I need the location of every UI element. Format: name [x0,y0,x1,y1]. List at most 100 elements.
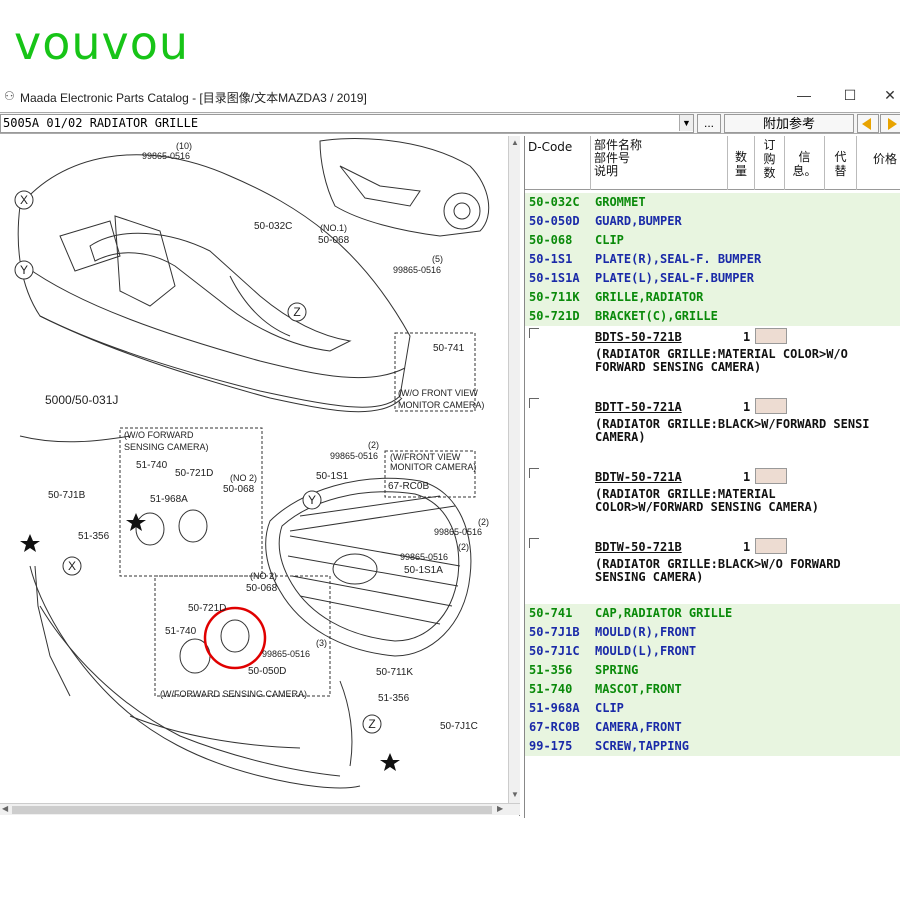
scroll-right-icon[interactable]: ▶ [497,804,504,813]
color-swatch[interactable] [755,538,787,554]
diagram-label: SENSING CAMERA) [124,442,209,452]
diagram-label: 50-7J1B [48,490,86,501]
color-swatch[interactable] [755,398,787,414]
diagram-label: (2) [478,517,489,527]
scroll-down-icon[interactable]: ▼ [511,790,519,799]
sub-part-item[interactable]: BDTT-50-721A 1 (RADIATOR GRILLE:BLACK>W/… [525,396,900,466]
diagram-label: 99865-0516 [400,552,448,562]
part-number-link[interactable]: BDTS-50-721B [595,330,682,344]
diagram-label: MONITOR CAMERA) [398,400,484,410]
diagram-label: (2) [368,440,379,450]
maximize-button[interactable]: ☐ [843,87,857,103]
diagram-label: 5000/50-031J [45,393,118,407]
callout-x: X [20,193,28,207]
part-number-link[interactable]: BDTT-50-721A [595,400,682,414]
part-note: (RADIATOR GRILLE:BLACK>W/FORWARD SENSI C… [595,417,870,444]
diagram-horizontal-scrollbar[interactable]: ◀ ▶ [0,803,520,815]
diagram-vertical-scrollbar[interactable]: ▲ ▼ [508,136,520,804]
header-order-qty[interactable]: 订 购 数 [755,136,785,190]
diagram-label: 50-032C [254,221,292,232]
diagram-label: 50-721D [175,468,213,479]
diagram-label: 51-740 [136,460,168,471]
diagram-label: 99865-0516 [393,265,441,275]
diagram-label: 50-068 [246,583,278,594]
diagram-label: 99865-0516 [434,527,482,537]
diagram-label: (NO 2) [230,473,257,483]
sub-part-item[interactable]: BDTW-50-721B 1 (RADIATOR GRILLE:BLACK>W/… [525,536,900,606]
color-swatch[interactable] [755,328,787,344]
header-quantity[interactable]: 数 量 [728,136,755,190]
parts-diagram[interactable]: X Y Z X Y Z (10) 99865-0516 50-032C (NO.… [0,136,520,816]
part-number-link[interactable]: BDTW-50-721A [595,470,682,484]
diagram-label: 51-968A [150,494,188,505]
diagram-label: (NO.1) [320,223,347,233]
diagram-label: 50-741 [433,343,465,354]
quantity-value: 1 [743,400,751,414]
diagram-label: 99865-0516 [262,649,310,659]
color-swatch[interactable] [755,468,787,484]
callout-z: Z [368,717,375,731]
diagram-label: 99865-0516 [330,451,378,461]
sub-part-item[interactable]: BDTS-50-721B 1 (RADIATOR GRILLE:MATERIAL… [525,326,900,396]
star-icon [126,513,146,531]
window-titlebar: ⚇ Maada Electronic Parts Catalog - [目录图像… [0,84,900,108]
section-select[interactable]: 5005A 01/02 RADIATOR GRILLE [0,114,694,133]
diagram-label: (2) [458,542,469,552]
header-info[interactable]: 信 息。 [785,136,825,190]
diagram-label: (W/FRONT VIEW [390,452,461,462]
header-price[interactable]: 价格 [873,152,898,166]
prev-page-button[interactable] [857,114,879,133]
header-dcode[interactable]: D-Code [525,136,591,190]
chevron-down-icon[interactable]: ▼ [679,115,693,131]
next-page-button[interactable] [880,114,900,133]
row-checkbox[interactable] [529,538,539,548]
quantity-value: 1 [743,330,751,344]
parts-catalog-icon: ⚇ [4,89,15,103]
row-checkbox[interactable] [529,468,539,478]
minimize-button[interactable]: — [797,87,811,103]
part-number-link[interactable]: BDTW-50-721B [595,540,682,554]
row-checkbox[interactable] [529,398,539,408]
callout-y: Y [20,263,28,277]
diagram-label: 51-356 [78,531,110,542]
part-note: (RADIATOR GRILLE:MATERIAL COLOR>W/O FORW… [595,347,848,374]
diagram-label: 50-721D [188,603,226,614]
diagram-label: (5) [432,254,443,264]
diagram-label: (3) [316,638,327,648]
diagram-label: 51-740 [165,626,197,637]
scroll-up-icon[interactable]: ▲ [511,138,519,147]
parts-list-panel: D-Code 部件名称 部件号 说明 数 量 订 购 数 信 息。 代 替 价格… [524,136,900,818]
diagram-label: MONITOR CAMERA) [390,462,476,472]
header-substitute[interactable]: 代 替 [825,136,857,190]
diagram-label: (NO 2) [250,571,277,581]
arrow-right-icon [888,118,897,130]
scroll-thumb[interactable] [12,806,492,814]
parts-table-header: D-Code 部件名称 部件号 说明 数 量 订 购 数 信 息。 代 替 价格 [525,136,900,190]
diagram-label: (W/O FRONT VIEW [398,388,478,398]
diagram-label: (W/FORWARD SENSING CAMERA) [160,689,307,699]
sub-part-item[interactable]: BDTW-50-721A 1 (RADIATOR GRILLE:MATERIAL… [525,466,900,536]
header-part-name[interactable]: 部件名称 部件号 说明 [591,136,728,190]
more-button[interactable]: ... [697,114,721,133]
additional-reference-button[interactable]: 附加参考 [724,114,854,133]
close-button[interactable]: ✕ [884,87,896,103]
diagram-label: 50-1S1 [316,471,349,482]
diagram-label: 50-068 [223,484,255,495]
row-checkbox[interactable] [529,328,539,338]
scroll-left-icon[interactable]: ◀ [2,804,9,813]
